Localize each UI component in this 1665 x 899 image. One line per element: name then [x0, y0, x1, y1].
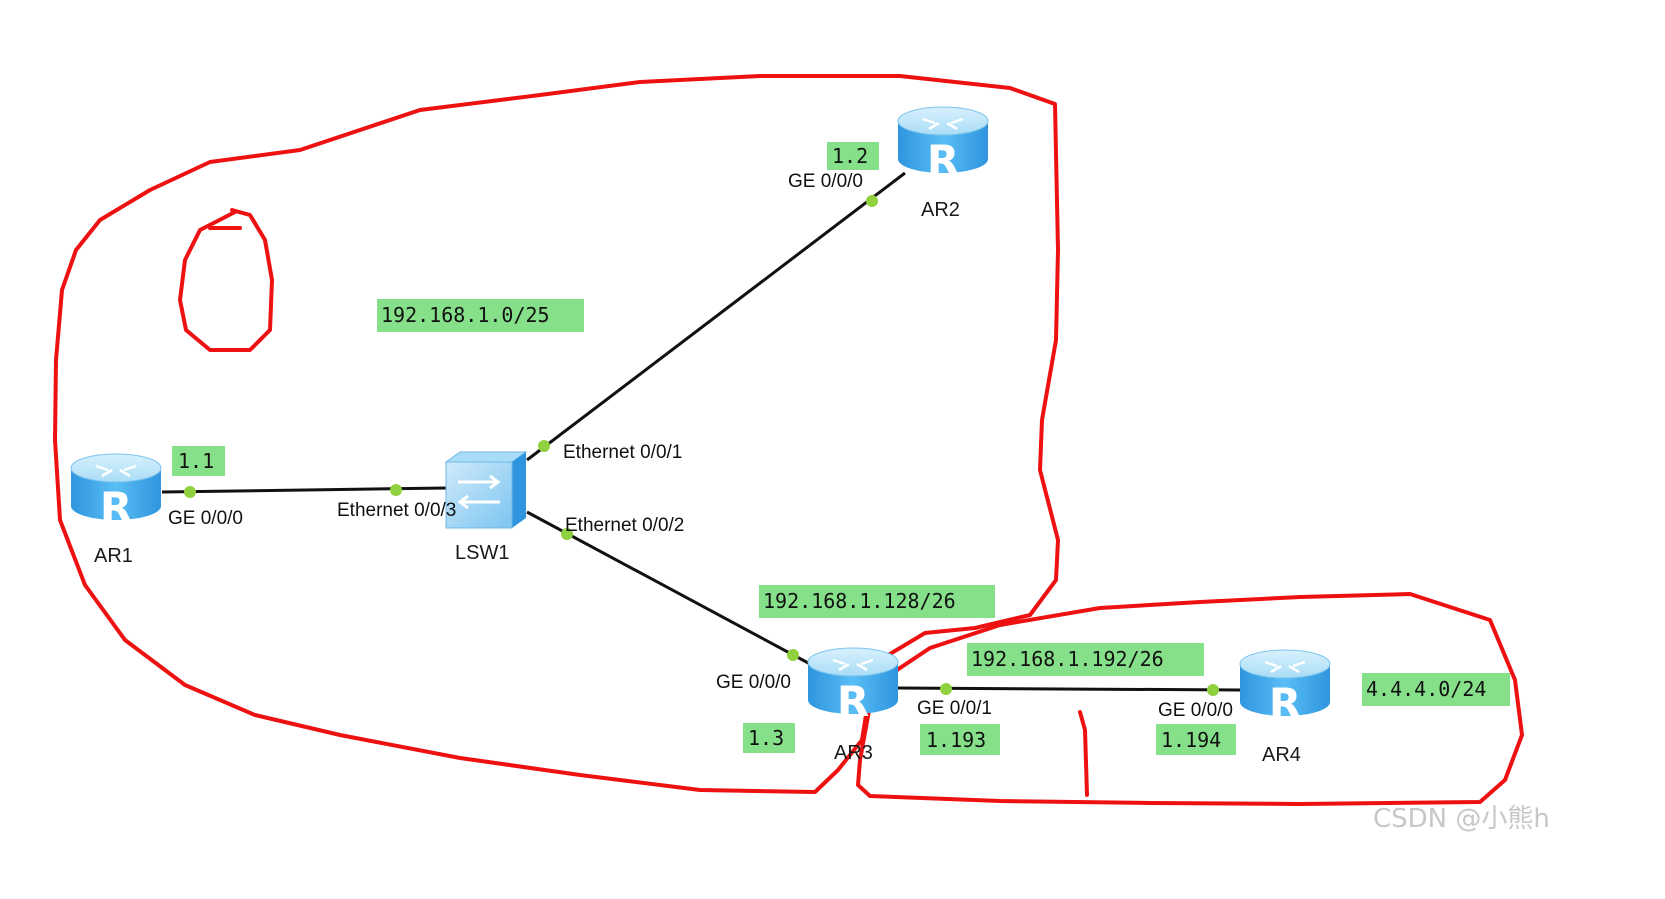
link-lsw1-ar3 — [526, 510, 813, 667]
svg-text:1.3: 1.3 — [748, 726, 784, 750]
router-glyph: R — [1269, 679, 1301, 728]
ip-tag-ar3: 1.3 — [743, 723, 795, 753]
switch-lsw1[interactable] — [444, 451, 528, 529]
port-label-ar4-ge0: GE 0/0/0 — [1158, 700, 1233, 721]
port-dot-ar3-ge1[interactable] — [940, 683, 952, 695]
device-label-lsw1: LSW1 — [455, 542, 509, 564]
router-ar4[interactable]: R — [1239, 649, 1331, 728]
network-tag-main: 192.168.1.0/25 — [377, 299, 584, 332]
network-tag-ar3-lan: 192.168.1.128/26 — [759, 585, 995, 618]
router-icon: R — [897, 106, 989, 185]
port-label-lsw1-e3: Ethernet 0/0/3 — [337, 500, 456, 521]
port-dot-ar3-ge0[interactable] — [787, 649, 799, 661]
router-glyph: R — [927, 136, 959, 185]
link-ar3-ar4 — [897, 686, 1241, 692]
svg-text:1.2: 1.2 — [832, 144, 868, 168]
device-label-ar4: AR4 — [1262, 744, 1301, 766]
router-icon: R — [70, 453, 162, 532]
svg-text:4.4.4.0/24: 4.4.4.0/24 — [1366, 677, 1486, 701]
port-label-lsw1-e2: Ethernet 0/0/2 — [565, 515, 684, 536]
port-dot-lsw1-e1[interactable] — [538, 440, 550, 452]
router-glyph: R — [100, 483, 132, 532]
port-dot-ar1-ge0[interactable] — [184, 486, 196, 498]
svg-text:192.168.1.0/25: 192.168.1.0/25 — [381, 303, 550, 327]
watermark: CSDN @小熊h — [1373, 804, 1550, 834]
ip-tag-ar2: 1.2 — [827, 142, 879, 170]
port-dot-ar4-ge0[interactable] — [1207, 684, 1219, 696]
port-dot-ar2-ge0[interactable] — [866, 195, 878, 207]
port-dot-lsw1-e3[interactable] — [390, 484, 402, 496]
port-label-lsw1-e1: Ethernet 0/0/1 — [563, 442, 682, 463]
svg-text:1.194: 1.194 — [1161, 728, 1221, 752]
ip-tag-ar3-ge1: 1.193 — [920, 724, 1000, 755]
device-label-ar3: AR3 — [834, 742, 873, 764]
port-dot-lsw1-e2[interactable] — [561, 528, 573, 540]
router-ar3[interactable]: R — [807, 647, 899, 726]
router-ar2[interactable]: R — [897, 106, 989, 185]
link-lsw1-ar2 — [526, 171, 906, 462]
annotation-outline-ar3-ar4-network — [856, 592, 1524, 806]
svg-text:192.168.1.192/26: 192.168.1.192/26 — [971, 647, 1164, 671]
annotation-vertical-mark — [1078, 710, 1089, 797]
router-icon: R — [1239, 649, 1331, 728]
router-glyph: R — [837, 677, 869, 726]
svg-text:1.193: 1.193 — [926, 728, 986, 752]
device-label-ar2: AR2 — [921, 199, 960, 221]
network-tag-ar4-loopback: 4.4.4.0/24 — [1362, 673, 1510, 706]
svg-text:192.168.1.128/26: 192.168.1.128/26 — [763, 589, 956, 613]
link-ar1-lsw1 — [161, 486, 448, 494]
network-tag-ar3-ar4: 192.168.1.192/26 — [967, 643, 1204, 676]
switch-icon — [444, 451, 528, 529]
router-icon: R — [807, 647, 899, 726]
svg-text:1.1: 1.1 — [178, 449, 214, 473]
annotation-circle-mark — [178, 208, 274, 352]
annotation-outline-main-network — [53, 74, 1060, 794]
ip-tag-ar4-ge0: 1.194 — [1156, 724, 1236, 755]
ip-tag-ar1: 1.1 — [172, 446, 225, 476]
router-ar1[interactable]: R — [70, 453, 162, 532]
port-label-ar2-ge0: GE 0/0/0 — [788, 171, 863, 192]
device-label-ar1: AR1 — [94, 545, 133, 567]
port-label-ar3-ge0: GE 0/0/0 — [716, 672, 791, 693]
port-label-ar3-ge1: GE 0/0/1 — [917, 698, 992, 719]
port-label-ar1-ge0: GE 0/0/0 — [168, 508, 243, 529]
